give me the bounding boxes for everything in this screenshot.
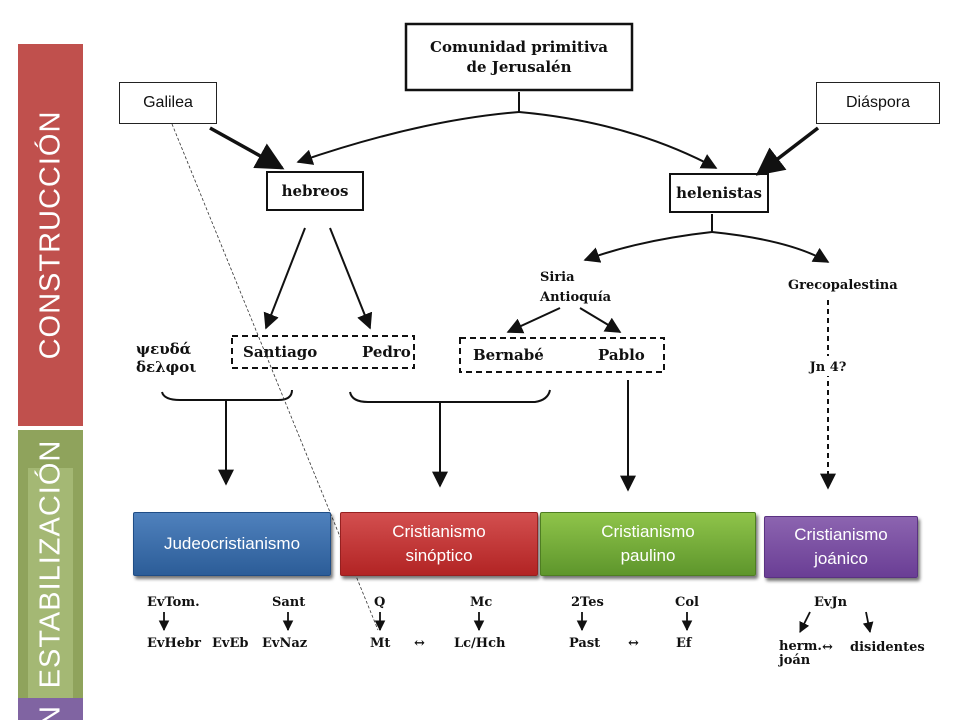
- arrow-hebreos-santiago: [263, 227, 306, 330]
- arrow-siria-pablo: [579, 307, 622, 333]
- cristianismo-paulino-box: Cristianismo paulino: [540, 512, 756, 576]
- arrow-galilea: [209, 126, 285, 170]
- tes2-label: 2Tes: [571, 595, 604, 610]
- siria-label: Siria: [540, 270, 575, 285]
- band-bottom: N: [18, 698, 83, 720]
- helenistas-box: [669, 173, 769, 213]
- arrow-siria-bernabe: [506, 307, 561, 334]
- ef-label: Ef: [676, 636, 693, 651]
- pseudo-label-1: ψευδά: [136, 340, 192, 358]
- root-label-1: Comunidad primitiva: [430, 38, 608, 56]
- galilea-label: Galilea: [143, 94, 193, 111]
- bidir-synoptic: ↔: [414, 636, 425, 651]
- herm-label-1: herm.: [779, 639, 822, 654]
- evnaz-label: EvNaz: [262, 636, 307, 651]
- q-label: Q: [374, 595, 385, 610]
- diaspora-label: Diáspora: [845, 94, 911, 111]
- disidentes-label: disidentes: [850, 640, 925, 655]
- evhebr-label: EvHebr: [147, 636, 201, 651]
- mt-label: Mt: [370, 636, 390, 651]
- jn4-background: [806, 356, 850, 376]
- hebreos-label: hebreos: [282, 182, 349, 200]
- root-box: [404, 22, 634, 92]
- arrow-root-helenistas: [518, 111, 718, 169]
- galilea-callout: Galilea: [119, 82, 217, 124]
- band-estabilizacion-inner: [28, 468, 73, 698]
- eveb-label: EvEb: [212, 636, 248, 651]
- pseudo-label-2: δελφοι: [136, 358, 196, 376]
- grecopalestina-label: Grecopalestina: [788, 278, 898, 293]
- arrow-evjn-disidentes: [862, 611, 874, 634]
- bidir-johannine: ↔: [822, 640, 833, 655]
- bernabe-label: Bernabé: [473, 346, 544, 364]
- pedro-label: Pedro: [362, 343, 411, 361]
- arrow-helenistas-siria: [583, 214, 713, 263]
- root-label-2: de Jerusalén: [466, 58, 571, 76]
- herm-label-2: joán: [778, 653, 811, 668]
- cristianismo-paulino-label: Cristianismo paulino: [601, 522, 695, 565]
- diaspora-callout: Diáspora: [816, 82, 940, 124]
- mc-label: Mc: [470, 595, 492, 610]
- cristianismo-joanico-box: Cristianismo joánico: [764, 516, 918, 578]
- jn4-label: Jn 4?: [809, 360, 847, 375]
- lchch-label: Lc/Hch: [454, 636, 506, 651]
- brace-judeo: [161, 389, 293, 401]
- bernabe-pablo-group: [459, 337, 665, 373]
- hebreos-box: [266, 171, 364, 211]
- arrow-root-hebreos: [296, 92, 520, 165]
- antioquia-label: Antioquía: [539, 290, 612, 305]
- arrow-evjn-herm: [799, 611, 811, 633]
- cristianismo-joanico-label: Cristianismo joánico: [794, 525, 888, 568]
- band-estabilizacion: ESTABILIZACIÓN: [18, 430, 83, 698]
- col-label: Col: [675, 595, 699, 610]
- judeocristianismo-box: Judeocristianismo: [133, 512, 331, 576]
- bidir-pauline: ↔: [628, 636, 639, 651]
- arrow-hebreos-pedro: [329, 227, 373, 330]
- cristianismo-sinoptico-box: Cristianismo sinóptico: [340, 512, 538, 576]
- santiago-pedro-group: [231, 335, 415, 369]
- judeocristianismo-label: Judeocristianismo: [163, 534, 301, 553]
- cristianismo-sinoptico-label: Cristianismo sinóptico: [392, 522, 486, 565]
- brace-sinoptico: [349, 389, 551, 403]
- evtom-label: EvTom.: [147, 595, 200, 610]
- sant-label: Sant: [272, 595, 305, 610]
- evjn-label: EvJn: [814, 595, 848, 610]
- past-label: Past: [569, 636, 600, 651]
- band-construccion: CONSTRUCCIÓN: [18, 44, 83, 426]
- pablo-label: Pablo: [598, 346, 645, 364]
- arrow-diaspora: [755, 126, 820, 176]
- santiago-label: Santiago: [243, 343, 317, 361]
- helenistas-label: helenistas: [676, 184, 762, 202]
- arrow-helenistas-grecopalestina: [711, 231, 830, 263]
